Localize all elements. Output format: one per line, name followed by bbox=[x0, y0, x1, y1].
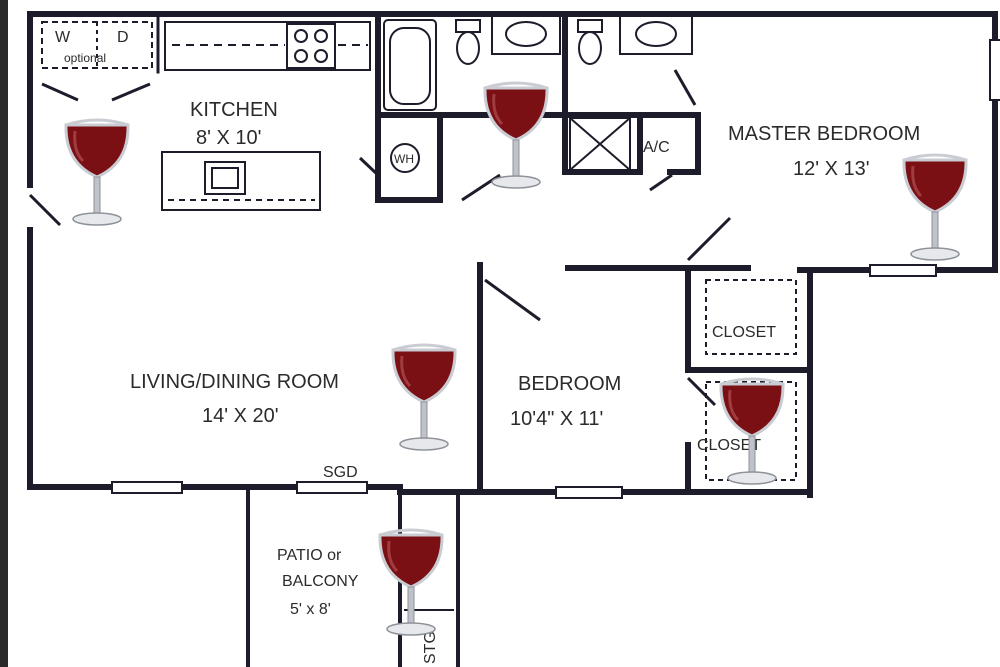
kitchen-fixtures bbox=[41, 21, 371, 211]
windows bbox=[111, 39, 1000, 499]
kitchen-label: KITCHEN bbox=[190, 99, 278, 121]
wine-glass-icon bbox=[391, 343, 457, 452]
master-bedroom-label: MASTER BEDROOM bbox=[728, 123, 920, 145]
bath-fixtures bbox=[383, 15, 693, 611]
closet-rods bbox=[705, 279, 797, 481]
optional-label: optional bbox=[64, 51, 106, 65]
closet-bedroom-label: CLOSET bbox=[697, 437, 761, 454]
wine-glass-icon bbox=[902, 153, 968, 262]
bedroom-size: 10'4" X 11' bbox=[510, 408, 603, 430]
doors bbox=[28, 69, 732, 407]
wine-glass-icon bbox=[378, 528, 444, 637]
living-dining-size: 14' X 20' bbox=[202, 405, 279, 427]
storage-label: STG. bbox=[422, 627, 439, 664]
wine-glass-icon bbox=[719, 377, 785, 486]
patio-label-line1: PATIO or bbox=[277, 547, 342, 564]
ac-label: A/C bbox=[643, 139, 670, 156]
wine-glass-icon bbox=[483, 81, 549, 190]
scan-edge bbox=[0, 0, 8, 667]
closet-master-label: CLOSET bbox=[712, 324, 776, 341]
master-bedroom-size: 12' X 13' bbox=[793, 158, 870, 180]
bedroom-label: BEDROOM bbox=[518, 373, 621, 395]
patio-size: 5' x 8' bbox=[290, 601, 331, 618]
wine-glass-icon bbox=[64, 118, 130, 227]
patio-label-line2: BALCONY bbox=[282, 573, 359, 590]
living-dining-label: LIVING/DINING ROOM bbox=[130, 371, 339, 393]
dryer-label: D bbox=[117, 29, 129, 46]
sgd-label: SGD bbox=[323, 464, 358, 481]
water-heater-label: WH bbox=[394, 152, 414, 166]
kitchen-size: 8' X 10' bbox=[196, 127, 261, 149]
washer-label: W bbox=[55, 29, 71, 46]
